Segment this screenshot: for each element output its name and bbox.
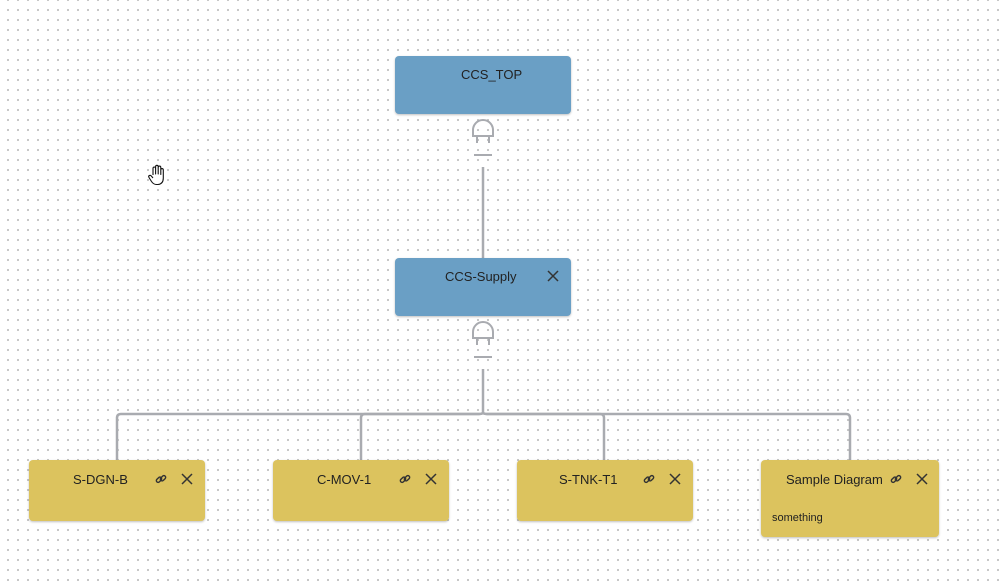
node-label: CCS-Supply xyxy=(445,269,517,284)
hand-cursor-icon xyxy=(148,164,164,186)
node-label: S-TNK-T1 xyxy=(559,472,618,487)
plug-connector-icon xyxy=(472,321,494,358)
node-sample-diagram[interactable]: Sample Diagram something xyxy=(761,460,939,537)
node-s-dgn-b[interactable]: S-DGN-B xyxy=(29,460,205,521)
node-label: CCS_TOP xyxy=(461,67,523,82)
node-ccs-top[interactable]: CCS_TOP xyxy=(395,56,571,114)
node-s-tnk-t1[interactable]: S-TNK-T1 xyxy=(517,460,693,521)
link-icon[interactable] xyxy=(641,471,657,487)
node-label: S-DGN-B xyxy=(73,472,128,487)
close-icon[interactable] xyxy=(914,471,930,487)
close-icon[interactable] xyxy=(179,471,195,487)
link-icon[interactable] xyxy=(888,471,904,487)
connector-child-3 xyxy=(481,411,606,461)
node-description: something xyxy=(772,512,823,524)
link-icon[interactable] xyxy=(397,471,413,487)
connector-child-2 xyxy=(359,411,485,461)
close-icon[interactable] xyxy=(545,268,561,284)
connector-child-1 xyxy=(115,411,485,461)
node-ccs-supply[interactable]: CCS-Supply xyxy=(395,258,571,316)
close-icon[interactable] xyxy=(667,471,683,487)
close-icon[interactable] xyxy=(423,471,439,487)
link-icon[interactable] xyxy=(153,471,169,487)
node-label: Sample Diagram xyxy=(786,472,883,487)
node-label: C-MOV-1 xyxy=(317,472,372,487)
plug-connector-icon xyxy=(472,119,494,156)
connector-child-4 xyxy=(481,411,852,461)
node-c-mov-1[interactable]: C-MOV-1 xyxy=(273,460,449,521)
